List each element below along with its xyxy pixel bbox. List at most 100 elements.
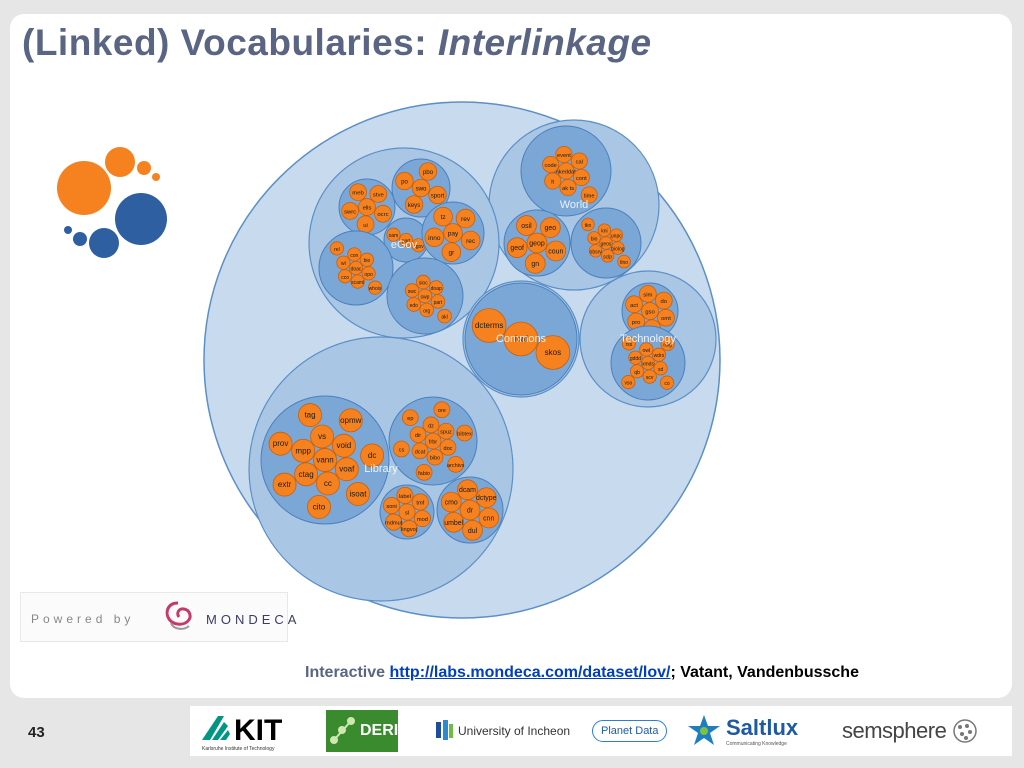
vocab-node[interactable]: rdfg (660, 336, 675, 352)
vocab-node[interactable]: spuz (437, 422, 455, 440)
vocab-node[interactable]: foaf (503, 321, 539, 357)
vocab-node[interactable]: swrc (341, 202, 359, 220)
vocab-node[interactable]: skos (535, 335, 571, 370)
vocab-node[interactable]: ui (356, 215, 375, 234)
vocab-node[interactable]: rss (621, 336, 637, 351)
vocab-node[interactable]: pay (443, 223, 463, 243)
vocab-node[interactable]: gso (641, 302, 659, 320)
vocab-node[interactable]: doap (428, 280, 444, 295)
vocab-node[interactable]: cnn (478, 507, 500, 529)
vocab-node[interactable]: wl (336, 255, 351, 270)
vocab-node[interactable]: gn (524, 252, 546, 274)
vocab-node[interactable]: geof (506, 237, 528, 258)
vocab-node[interactable]: ells (358, 198, 376, 216)
vocab-node[interactable]: bio (587, 231, 601, 245)
cluster-library-0[interactable]: vannvoafccctagmppvsvoidisoatcitoextrprov… (260, 395, 390, 525)
vocab-node[interactable]: sd (653, 361, 668, 376)
vocab-node[interactable]: event (555, 145, 573, 164)
vocab-node[interactable]: kni (597, 223, 612, 237)
vocab-node[interactable]: keys (404, 195, 424, 214)
vocab-node[interactable]: doc (439, 438, 457, 456)
vocab-node[interactable]: sl (398, 503, 416, 521)
vocab-node[interactable]: swp (417, 288, 433, 304)
vocab-node[interactable]: swc (404, 283, 420, 298)
vocab-node[interactable]: akl (437, 308, 452, 324)
vocab-node[interactable]: omt (657, 308, 675, 327)
vocab-node[interactable]: sim (639, 284, 657, 303)
powered-by-mondeca[interactable]: Powered by MONDECA (20, 592, 296, 642)
vocab-node[interactable]: tkn (581, 217, 595, 232)
vocab-node[interactable]: vso (621, 374, 636, 390)
vocab-node[interactable]: linkeddata (553, 162, 580, 180)
vocab-node[interactable]: unpc (609, 228, 624, 242)
vocab-node[interactable]: org (419, 302, 434, 318)
vocab-node[interactable]: ocrc (374, 204, 392, 223)
vocab-node[interactable]: isoat (346, 482, 370, 506)
cluster-library-1[interactable]: frbrdocbibodcatdirdzspuzarchivsfabiocsep… (388, 396, 478, 486)
vocab-node[interactable]: meb (349, 183, 367, 202)
vocab-node[interactable]: part (430, 294, 446, 309)
vocab-node[interactable]: tlno (617, 254, 631, 269)
vocab-node[interactable]: dcat (411, 442, 429, 460)
vocab-node[interactable]: cont (572, 168, 590, 186)
vocab-node[interactable]: xmds (640, 355, 656, 371)
vocab-node[interactable]: fabio (415, 463, 433, 481)
vocab-node[interactable]: dir (409, 426, 427, 444)
vocab-node[interactable]: extr (272, 472, 297, 497)
vocab-node[interactable]: qb (630, 364, 645, 379)
vocab-node[interactable]: pbo (418, 162, 438, 181)
vocab-node[interactable]: osil (516, 215, 537, 236)
vocab-node[interactable]: co (659, 375, 675, 390)
vocab-node[interactable]: coun (545, 240, 567, 262)
vocab-node[interactable]: vs (310, 424, 335, 449)
vocab-node[interactable]: cs (393, 440, 410, 458)
vocab-node[interactable]: rel (329, 241, 345, 256)
vocab-node[interactable]: sioc (416, 274, 431, 290)
vocab-node[interactable]: dr (459, 499, 481, 521)
vocab-node[interactable]: rec (460, 230, 481, 251)
vocab-node[interactable]: whois (367, 280, 383, 295)
vocab-node[interactable]: obsrv (588, 244, 603, 258)
vocab-node[interactable]: bibo (426, 448, 444, 466)
vocab-node[interactable]: dctype (475, 487, 497, 509)
vocab-node[interactable]: soni (383, 496, 401, 515)
vocab-node[interactable]: lingvoj (400, 520, 418, 538)
vocab-node[interactable]: geo (540, 217, 561, 238)
vocab-node[interactable]: sclp (600, 249, 615, 263)
vocab-node[interactable]: doac (348, 260, 364, 276)
vocab-node[interactable]: oam (386, 227, 401, 242)
vocab-node[interactable]: ep (401, 409, 419, 426)
vocab-node[interactable]: opmw (338, 408, 363, 433)
vocab-node[interactable]: archivs (447, 456, 465, 473)
vocab-node[interactable]: do (654, 291, 673, 310)
vocab-node[interactable]: time (580, 186, 598, 204)
vocab-node[interactable]: dul (462, 519, 483, 541)
vocab-node[interactable]: void (331, 433, 356, 458)
vocab-node[interactable]: bibtex (456, 424, 473, 442)
vocab-node[interactable]: rev (455, 208, 476, 229)
vocab-node[interactable]: prov (268, 431, 293, 456)
vocab-node[interactable]: bio (359, 252, 374, 267)
vocab-node[interactable]: swo (411, 178, 431, 198)
vocab-node[interactable]: owl (639, 342, 654, 357)
vocab-node[interactable]: mod (413, 509, 431, 528)
vocab-node[interactable]: cito (307, 495, 331, 519)
vocab-node[interactable]: scv (642, 369, 657, 384)
vocab-node[interactable]: umbel (443, 511, 465, 533)
vocab-node[interactable]: tmf (411, 493, 429, 511)
vocab-node[interactable]: voaf (334, 457, 359, 482)
vocab-node[interactable]: dcam (457, 479, 478, 501)
vocab-node[interactable]: dc (360, 443, 385, 468)
vocab-node[interactable]: opo (361, 266, 376, 281)
